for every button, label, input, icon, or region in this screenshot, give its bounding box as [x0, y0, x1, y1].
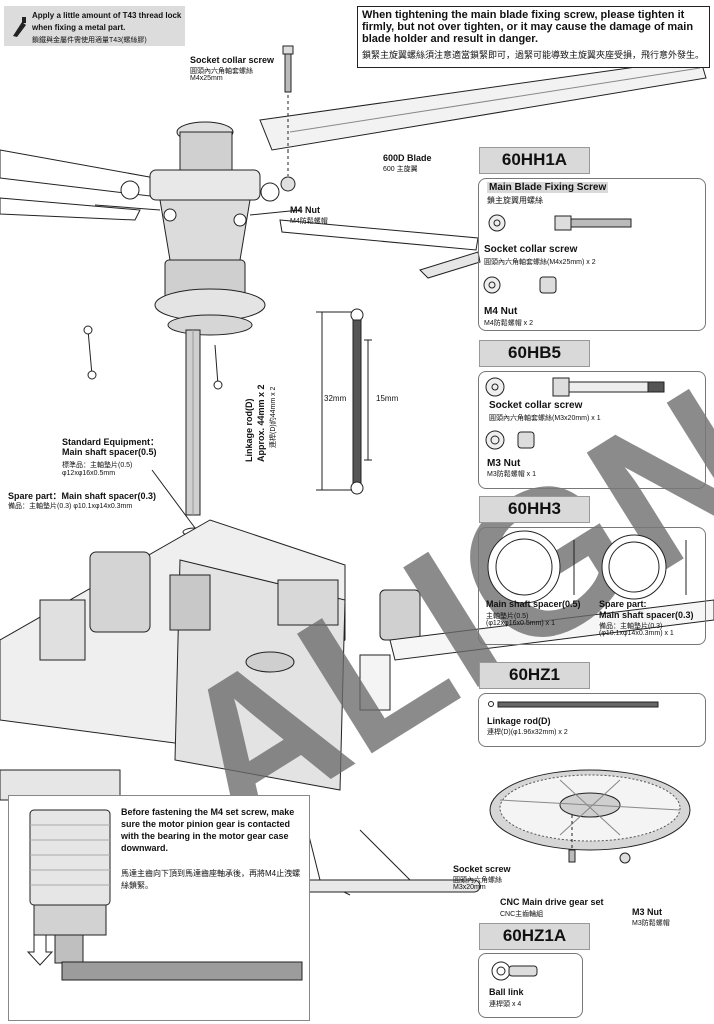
- part-code-60hh3: 60HH3: [479, 496, 590, 523]
- panel1-title: Main Blade Fixing Screw: [487, 182, 609, 193]
- callout-cnc-gear: CNC Main drive gear set: [500, 897, 604, 907]
- panel5-ball-link-icon: [491, 961, 538, 981]
- thread-lock-tip: Apply a little amount of T43 thread lock…: [4, 6, 185, 46]
- warning-text-zh: 鎖緊主旋翼螺絲須注意適當鎖緊即可，過緊可能導致主旋翼夾座受損，飛行意外發生。: [362, 50, 705, 60]
- callout-socket-screw-zh: 圓頭內六角螺絲: [453, 877, 502, 884]
- panel1-nut-icon: [483, 276, 557, 294]
- socket-collar-screw-top: [282, 45, 294, 150]
- panel1-item2-name: M4 Nut: [484, 306, 518, 317]
- panel3-item2-label: Spare part:: [599, 599, 647, 609]
- panel3-spacer-icons: [487, 530, 687, 604]
- tightening-warning: When tightening the main blade fixing sc…: [357, 6, 710, 68]
- helicopter-frame: [0, 519, 714, 801]
- panel3-item1-zh: 主軸墊片(0.5): [486, 613, 529, 620]
- panel4-item1-name: Linkage rod(D): [487, 716, 551, 726]
- callout-linkage-rod: Linkage rod(D): [244, 398, 254, 462]
- glue-tube-icon: [13, 17, 26, 37]
- callout-spare-spacer-zh: 備品：主軸墊片(0.3) φ10.1xφ14x0.3mm: [8, 503, 133, 510]
- parts-panel-60hh3: Main shaft spacer(0.5) 主軸墊片(0.5) (φ12xφ1…: [478, 527, 706, 645]
- tip-text-en: Apply a little amount of T43 thread lock…: [32, 11, 182, 32]
- gear-screw: [568, 815, 576, 863]
- dimension-15mm: 15mm: [376, 394, 399, 403]
- panel2-item1-detail: 圓頭內六角軸套螺絲(M3x20mm) x 1: [489, 415, 601, 422]
- callout-m4-nut: M4 Nut: [290, 205, 320, 215]
- callout-blade-zh: 600 主旋翼: [383, 166, 418, 173]
- callout-socket-collar-screw-size: M4x25mm: [190, 75, 223, 82]
- tip-text-zh: 鎖鐵與金屬件需使用適量T43(螺絲膠): [32, 37, 147, 44]
- lower-blade-right: [279, 219, 481, 279]
- gear-nut: [619, 852, 631, 864]
- panel3-item1-name: Main shaft spacer(0.5): [486, 599, 581, 609]
- callout-m3-nut-zh: M3防鬆螺帽: [632, 920, 670, 927]
- callout-blade: 600D Blade: [383, 153, 432, 163]
- panel1-title-zh: 鎖主旋翼用螺絲: [487, 196, 543, 205]
- main-blade-right: [259, 57, 707, 151]
- cnc-main-drive-gear: [489, 769, 691, 851]
- callout-socket-screw-size: M3x20mm: [453, 884, 486, 891]
- callout-socket-collar-screw-zh: 圓頭內六角軸套螺絲: [190, 68, 253, 75]
- m4-nut-top: [280, 150, 296, 192]
- part-code-60hz1: 60HZ1: [479, 662, 590, 689]
- panel2-collar-screw-icon: [485, 377, 665, 397]
- linkage-rod-diagram: [316, 308, 372, 495]
- parts-panel-60hz1: Linkage rod(D) 連桿(D)(φ1.96x32mm) x 2: [478, 693, 706, 747]
- callout-linkage-rod-zh: 連桿(D)約44mm x 2: [270, 386, 277, 448]
- panel2-nut-icon: [485, 430, 535, 450]
- motor-note-text-zh: 馬達主齒向下頂到馬達齒座軸承後，再將M4止洩螺絲鎖緊。: [121, 869, 301, 890]
- part-code-60hh1a: 60HH1A: [479, 147, 590, 174]
- callout-spare-spacer: Spare part：Main shaft spacer(0.3): [8, 491, 157, 501]
- callout-standard-equipment: Standard Equipment：: [62, 437, 160, 447]
- part-code-60hz1a: 60HZ1A: [479, 923, 590, 950]
- dimension-32mm: 32mm: [324, 394, 347, 403]
- parts-panel-60hb5: Socket collar screw 圓頭內六角軸套螺絲(M3x20mm) x…: [478, 371, 706, 489]
- callout-linkage-rod-length: Approx. 44mm x 2: [256, 384, 266, 462]
- pushrods: [83, 325, 223, 390]
- panel3-item2-size: (φ10.1xφ14x0.3mm) x 1: [599, 630, 674, 637]
- panel1-item2-detail: M4防鬆螺帽 x 2: [484, 320, 534, 327]
- callout-m4-nut-zh: M4防鬆螺帽: [290, 218, 328, 225]
- motor-note-text-en: Before fastening the M4 set screw, make …: [121, 807, 295, 853]
- panel4-item1-detail: 連桿(D)(φ1.96x32mm) x 2: [487, 729, 568, 736]
- rotor-head: [94, 121, 301, 336]
- panel1-collar-screw-icon: [488, 214, 632, 232]
- panel2-item1-name: Socket collar screw: [489, 400, 583, 411]
- callout-cnc-gear-zh: CNC主齒輪組: [500, 911, 544, 918]
- panel3-item1-size: (φ12xφ16x0.5mm) x 1: [486, 620, 555, 627]
- callout-standard-spacer: Main shaft spacer(0.5): [62, 447, 157, 457]
- callout-socket-screw: Socket screw: [453, 864, 511, 874]
- panel1-item1-name: Socket collar screw: [484, 244, 578, 255]
- panel2-item2-detail: M3防鬆螺帽 x 1: [487, 471, 537, 478]
- parts-panel-60hz1a: Ball link 連桿頭 x 4: [478, 953, 583, 1018]
- motor-pinion-note: Before fastening the M4 set screw, make …: [8, 795, 310, 1021]
- callout-socket-collar-screw: Socket collar screw: [190, 55, 275, 65]
- panel3-item2-name: Main shaft spacer(0.3): [599, 610, 694, 620]
- main-blade-left: [0, 149, 156, 221]
- part-code-60hb5: 60HB5: [479, 340, 590, 367]
- panel3-item2-zh: 備品：主軸墊片(0.3): [599, 623, 663, 630]
- warning-text-en: When tightening the main blade fixing sc…: [362, 9, 694, 45]
- parts-panel-60hh1a: Main Blade Fixing Screw 鎖主旋翼用螺絲 Socket c…: [478, 178, 706, 331]
- panel4-linkage-rod-icon: [488, 701, 659, 708]
- panel5-item1-name: Ball link: [489, 987, 524, 997]
- callout-standard-spacer-size: φ12xφ16x0.5mm: [62, 470, 116, 477]
- panel5-item1-detail: 連桿頭 x 4: [489, 1001, 522, 1008]
- callout-m3-nut: M3 Nut: [632, 907, 662, 917]
- panel1-item1-detail: 圓頭內六角軸套螺絲(M4x25mm) x 2: [484, 259, 596, 266]
- callout-standard-spacer-zh: 標準品：主軸墊片(0.5): [62, 462, 133, 469]
- main-shaft: [185, 329, 201, 516]
- panel2-item2-name: M3 Nut: [487, 458, 521, 469]
